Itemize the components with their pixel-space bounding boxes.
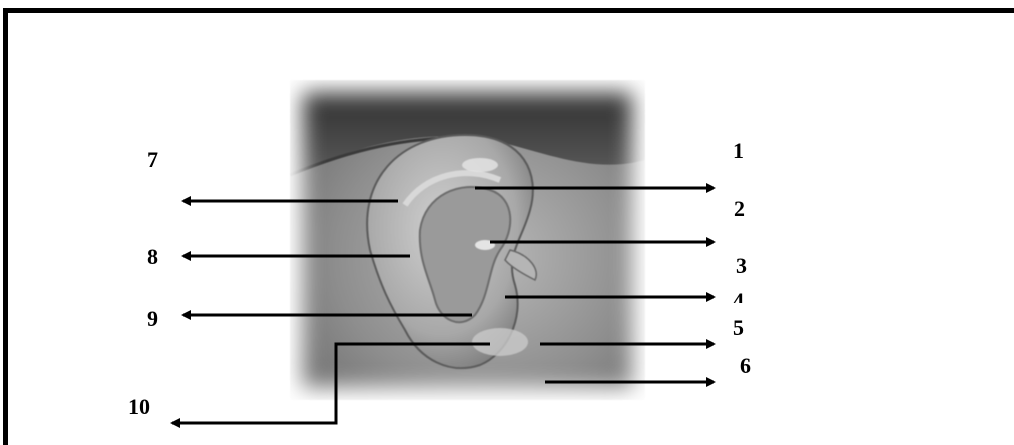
label-1: 1 bbox=[733, 140, 744, 162]
label-7: 7 bbox=[147, 149, 158, 171]
label-8: 8 bbox=[147, 246, 158, 268]
label-6: 6 bbox=[740, 355, 751, 377]
label-5: 5 bbox=[733, 317, 744, 339]
label-2: 2 bbox=[734, 198, 745, 220]
label-10: 10 bbox=[128, 396, 150, 418]
arrow-10 bbox=[172, 344, 490, 423]
label-9: 9 bbox=[147, 308, 158, 330]
label-3: 3 bbox=[736, 255, 747, 277]
label-4: 4 bbox=[733, 290, 744, 303]
